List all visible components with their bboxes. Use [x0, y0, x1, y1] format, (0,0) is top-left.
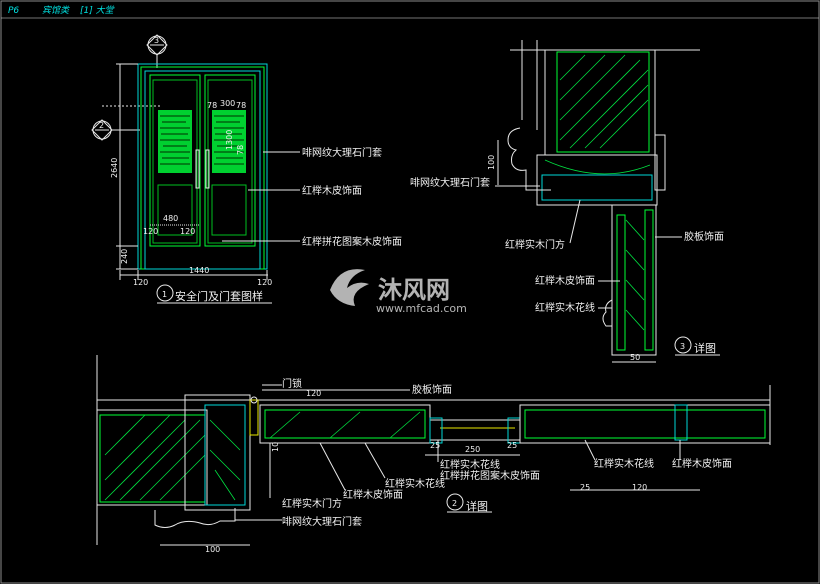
callout-left-number: 2: [99, 121, 104, 130]
sheet-code: P6: [8, 6, 19, 16]
detail3-label-wood-veneer: 红榉木皮饰面: [535, 274, 595, 287]
dim-left-margin: 120: [133, 278, 148, 287]
title-number-3: 3: [680, 342, 685, 351]
callout-top-number: 3: [154, 36, 159, 45]
marble-moulding-profile: [507, 127, 551, 191]
door-jamb-block: [536, 154, 658, 206]
dim-stile-right: 120: [180, 227, 195, 236]
detail2-label-moulding-b: 红榉实木花线: [385, 477, 445, 490]
detail2-label-lock: 门锁: [282, 377, 302, 390]
dim-width-total: 1440: [189, 266, 209, 275]
dim-base: 240: [120, 249, 129, 264]
detail2-dim-right-a: 25: [580, 483, 590, 492]
door-leaf-left: [149, 74, 201, 247]
detail-3-section: 100 50 啡网纹大理石门套 红榉实木门方 胶板饰面 红榉木皮饰面 红榉实木花…: [410, 40, 724, 363]
detail2-dim-bottom: 100: [205, 545, 220, 554]
door-handle-left: [195, 149, 200, 189]
detail2-dim-right-b: 120: [632, 483, 647, 492]
detail3-dim-top-left: 100: [487, 155, 496, 170]
detail2-label-moulding-c: 红榉实木花线: [594, 457, 654, 470]
elevation-title: 安全门及门套图样: [175, 289, 263, 303]
door-leaf-plan-right: [519, 404, 771, 444]
door-leaf-section: [611, 204, 657, 356]
detail2-title: 详图: [466, 499, 488, 513]
detail2-dim-left-vertical: 10: [271, 442, 280, 452]
title-bubble-1: [156, 284, 174, 302]
dim-right-top-d: 78: [236, 145, 245, 155]
door-leaf-right: [204, 74, 256, 247]
dim-height-total: 2640: [110, 158, 119, 178]
detail-2-plan-section: 120 10 250 25 25 25 120 100 门锁 胶板饰面 红榉实木…: [96, 355, 771, 554]
detail3-dim-bottom: 50: [630, 353, 640, 362]
door-leaf-plan-left: [259, 404, 431, 444]
title-bubble-3: [674, 336, 692, 354]
door-leaf-plan-mid: [429, 419, 521, 441]
door-elevation: 3 2: [91, 34, 402, 304]
wall-hatch-detail3: [559, 54, 649, 149]
detail2-label-marble-frame: 啡网纹大理石门套: [282, 515, 362, 528]
dim-panel-width: 480: [163, 214, 178, 223]
detail3-label-marble-frame: 啡网纹大理石门套: [410, 176, 490, 189]
title-number-1: 1: [162, 290, 167, 299]
parquet-panel-right: [212, 110, 246, 173]
detail3-label-moulding: 红榉实木花线: [535, 301, 595, 314]
detail3-label-laminate: 胶板饰面: [684, 230, 724, 243]
dim-right-margin: 120: [257, 278, 272, 287]
door-frame-outer: [137, 63, 268, 270]
detail2-label-door-jamb: 红榉实木门方: [282, 497, 342, 510]
sheet-area: [1] 大堂: [80, 5, 115, 16]
dim-mid-side: 1300: [225, 130, 234, 150]
title-number-2: 2: [452, 499, 457, 508]
site-watermark: 沐风网 www.mfcad.com: [330, 269, 467, 315]
section-callout-top: 3: [146, 34, 168, 56]
label-wood-veneer: 红榉木皮饰面: [302, 184, 362, 197]
watermark-url: www.mfcad.com: [376, 302, 467, 315]
detail2-label-laminate: 胶板饰面: [412, 383, 452, 396]
detail2-dim-top: 120: [306, 389, 321, 398]
detail2-dim-gap-b: 25: [507, 441, 517, 450]
detail2-dim-gap-a: 25: [430, 441, 440, 450]
detail2-label-veneer-right: 红榉木皮饰面: [672, 457, 732, 470]
dim-right-top-c: 78: [236, 101, 246, 110]
door-lock: [249, 399, 259, 436]
detail3-title: 详图: [694, 341, 716, 355]
wall-hatch-detail2: [104, 414, 206, 501]
watermark-brand: 沐风网: [378, 276, 450, 304]
marble-moulding-profile-2: [154, 508, 236, 528]
detail2-label-moulding-a: 红榉实木花线: [440, 458, 500, 471]
door-frame-jamb: [184, 394, 251, 511]
watermark-logo-icon: [330, 269, 369, 306]
door-handle-right: [205, 149, 210, 189]
dim-right-top-a: 78: [207, 101, 217, 110]
detail2-label-wood-veneer: 红榉木皮饰面: [343, 488, 403, 501]
detail3-label-door-jamb: 红榉实木门方: [505, 238, 565, 251]
title-bubble-2: [446, 493, 464, 511]
detail2-label-parquet: 红榉拼花图案木皮饰面: [440, 469, 540, 482]
wall-block: [96, 409, 208, 506]
label-parquet-panel: 红榉拼花图案木皮饰面: [302, 235, 402, 248]
sheet-category: 宾馆类: [42, 5, 70, 16]
dim-stile-left: 120: [143, 227, 158, 236]
section-callout-left: 2: [91, 119, 113, 141]
lower-panel-left: [157, 184, 193, 236]
dim-right-top-b: 300: [220, 99, 235, 108]
label-marble-frame: 啡网纹大理石门套: [302, 146, 382, 159]
lower-panel-right: [211, 184, 247, 236]
detail2-dim-mid: 250: [465, 445, 480, 454]
parquet-panel-left: [158, 110, 192, 173]
